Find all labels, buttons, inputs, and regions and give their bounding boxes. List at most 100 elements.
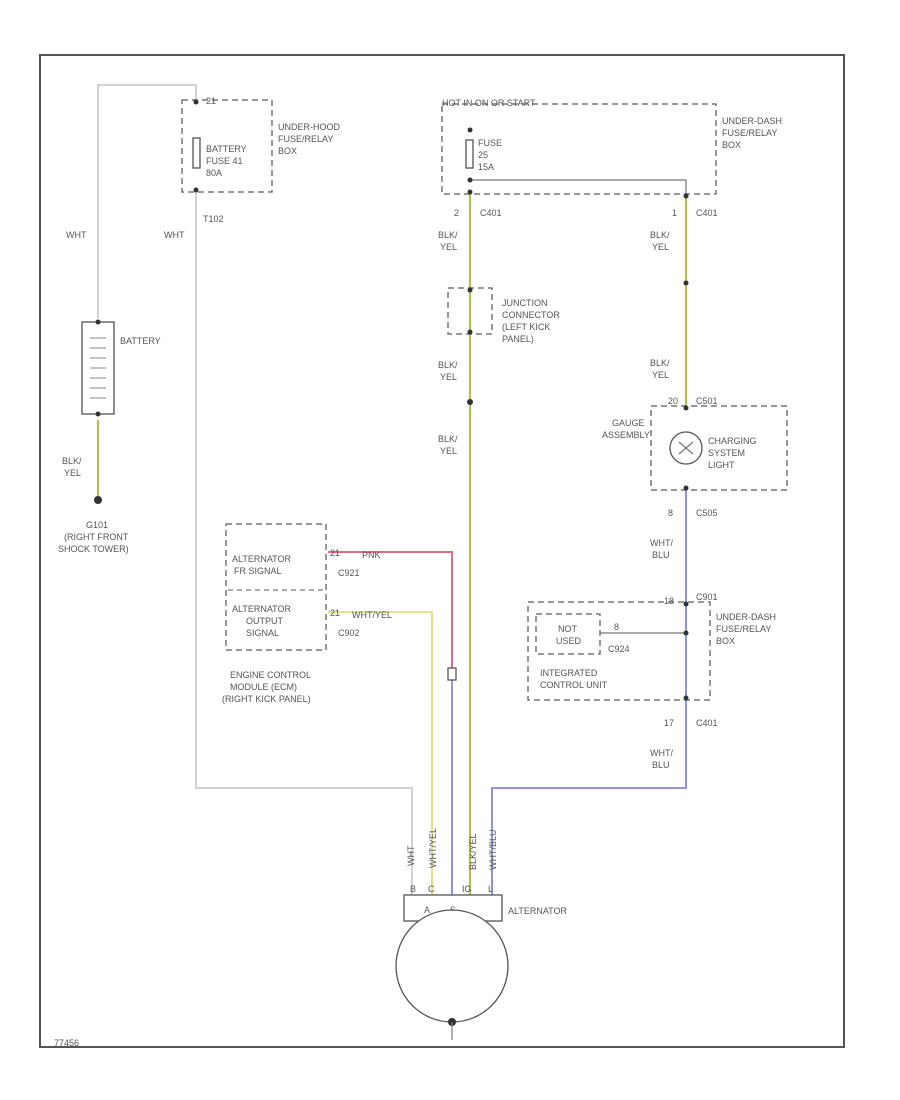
battery-fuse-element (192, 137, 201, 169)
junction-label-2: CONNECTOR (502, 310, 560, 320)
underhood-box-label-3: BOX (278, 146, 297, 156)
wire-blu-right-1: BLU (652, 550, 670, 560)
underhood-box-outline (181, 99, 273, 193)
wire-blk-right-2: BLK/ (650, 358, 670, 368)
wire-yel-right-1: YEL (652, 242, 669, 252)
charging-light-label-3: LIGHT (708, 460, 735, 470)
charging-light-label-1: CHARGING (708, 436, 757, 446)
ground-label-1: G101 (86, 520, 108, 530)
ecm-outline (225, 523, 327, 651)
splice-left (467, 399, 473, 405)
icu-label-2: CONTROL UNIT (540, 680, 608, 690)
c501: C501 (696, 396, 718, 406)
c401-bottom: C401 (696, 718, 718, 728)
wire-yel-left-3: YEL (440, 446, 457, 456)
underhood-top-pin: 21 (206, 96, 216, 106)
underdash-top-label-3: BOX (722, 140, 741, 150)
ecm-label-2: MODULE (ECM) (230, 682, 297, 692)
battery-fuse-label-1: BATTERY (206, 144, 247, 154)
wire-yel-battery: YEL (64, 468, 81, 478)
gauge-label-2: ASSEMBLY (602, 430, 650, 440)
battery-label: BATTERY (120, 336, 161, 346)
pin-18-c901: 18 (664, 596, 674, 606)
fuse-25-label-2: 25 (478, 150, 488, 160)
underdash-top-label-2: FUSE/RELAY (722, 128, 777, 138)
wire-pnk-label: PNK (362, 550, 381, 560)
junction-dot-bottom (467, 329, 473, 335)
fuse-25-dot-top (467, 127, 473, 133)
icu-splice-mid (683, 630, 689, 636)
underhood-pin-dot-top (193, 99, 199, 105)
underdash-bottom-label-1: UNDER-DASH (716, 612, 776, 622)
junction-dot-top (467, 287, 473, 293)
wire-wht-battery: WHT (66, 230, 87, 240)
underdash-top-label-1: UNDER-DASH (722, 116, 782, 126)
wire-yel-left-2: YEL (440, 372, 457, 382)
underdash-box-top-outline (441, 103, 717, 195)
ecm-label-3: (RIGHT KICK PANEL) (222, 694, 311, 704)
underhood-box-label-2: FUSE/RELAY (278, 134, 333, 144)
c921: C921 (338, 568, 360, 578)
underhood-bottom-pin: T102 (203, 214, 224, 224)
junction-label-3: (LEFT KICK (502, 322, 550, 332)
wire-wht-right-2: WHT/ (650, 748, 673, 758)
ground-label-3: SHOCK TOWER) (58, 544, 129, 554)
hot-in-on-or-start: HOT IN ON OR START (442, 98, 536, 108)
wire-whtyel-label: WHT/YEL (352, 610, 392, 620)
wire-fr-signal-pnk (328, 551, 453, 668)
ecm-fr-label-1: ALTERNATOR (232, 554, 292, 564)
alt-wire-whtyel: WHT/YEL (428, 828, 438, 868)
underdash-bottom-label-2: FUSE/RELAY (716, 624, 771, 634)
c401-left: C401 (480, 208, 502, 218)
not-used-outline (535, 613, 601, 655)
wire-blk-left-2: BLK/ (438, 360, 458, 370)
c401-right-dot (683, 193, 689, 199)
wire-wht-t102: WHT (164, 230, 185, 240)
fr-signal-inline-connector (447, 667, 457, 681)
gauge-dot-top (683, 405, 689, 411)
underhood-pin-dot-bottom (193, 187, 199, 193)
pin-2-c401-left: 2 (454, 208, 459, 218)
ecm-output-label-3: SIGNAL (246, 628, 279, 638)
alt-wire-blkyel: BLK/YEL (468, 833, 478, 870)
not-used-label-2: USED (556, 636, 582, 646)
wire-battery-positive-wht (97, 84, 197, 318)
icu-label-1: INTEGRATED (540, 668, 598, 678)
battery-cells (90, 337, 106, 399)
ecm-output-label-2: OUTPUT (246, 616, 284, 626)
pin-c902-output: 21 (330, 608, 340, 618)
battery-positive-dot (95, 319, 101, 325)
wire-yel-left-1: YEL (440, 242, 457, 252)
alt-wire-whtblu: WHT/BLU (488, 830, 498, 871)
alternator-label: ALTERNATOR (508, 906, 568, 916)
c902: C902 (338, 628, 360, 638)
c901: C901 (696, 592, 718, 602)
pin-17-c401: 17 (664, 718, 674, 728)
charging-light-label-2: SYSTEM (708, 448, 745, 458)
charging-light-filament-2 (678, 441, 694, 455)
wire-blk-right-1: BLK/ (650, 230, 670, 240)
alt-pin-c: C (428, 884, 435, 894)
alt-pin-ig: IG (462, 884, 472, 894)
pin-8-c505: 8 (668, 508, 673, 518)
wire-fuse25-split (470, 179, 687, 196)
battery-fuse-label-2: FUSE 41 (206, 156, 243, 166)
diagram-id: 77456 (54, 1038, 79, 1048)
wire-gauge-to-alternator-l (491, 490, 687, 895)
c401-left-dot (467, 189, 473, 195)
alt-pin-b: B (410, 884, 416, 894)
battery-fuse-label-3: 80A (206, 168, 222, 178)
wire-blk-left-3: BLK/ (438, 434, 458, 444)
fuse-25-dot-bottom (467, 177, 473, 183)
junction-label-1: JUNCTION (502, 298, 548, 308)
wire-output-signal-whtyel (328, 611, 433, 895)
ecm-output-label-1: ALTERNATOR (232, 604, 292, 614)
wire-wht-right-1: WHT/ (650, 538, 673, 548)
wire-t102-to-alternator-wht (195, 192, 413, 895)
c401-right-dot-2 (683, 280, 689, 286)
icu-splice-bottom (683, 695, 689, 701)
underhood-box-label-1: UNDER-HOOD (278, 122, 340, 132)
pin-c921-fr: 21 (330, 548, 340, 558)
wire-blu-right-2: BLU (652, 760, 670, 770)
wire-blk-left-1: BLK/ (438, 230, 458, 240)
